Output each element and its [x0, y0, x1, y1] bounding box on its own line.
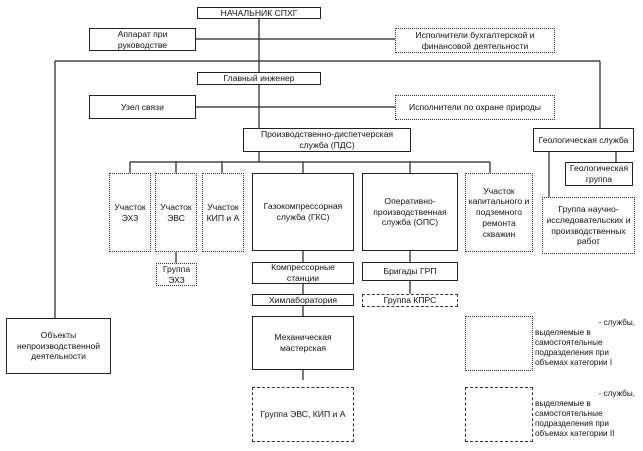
legend-line: объемах категории I	[535, 358, 613, 367]
capital-repair-box: Участок капитального и подземного ремонт…	[465, 173, 533, 252]
accounting-label: Исполнители бухгалтерской и финансовой д…	[415, 29, 535, 51]
apparatus-label: Аппарат при руководстве	[117, 28, 168, 50]
legend-line: выделяемые в	[535, 328, 591, 337]
legend-line: подразделения при	[535, 348, 609, 357]
chemlab-box: Химлаборатория	[252, 294, 354, 306]
legend-line: подразделения при	[535, 419, 609, 428]
gks-box: Газокомпрессорная служба (ГКС)	[252, 173, 354, 251]
uch-evs-label: Участок ЭВС	[160, 201, 192, 223]
legend-swatch-category-1	[465, 316, 533, 371]
apparatus-box: Аппарат при руководстве	[89, 28, 196, 51]
legend-line: самостоятельные	[535, 338, 603, 347]
brigades-grp-box: Бригады ГРП	[362, 262, 458, 281]
eco-label: Исполнители по охране природы	[409, 102, 541, 113]
geo-group-label: Геологическая группа	[569, 163, 629, 184]
head-label: НАЧАЛЬНИК СПХГ	[220, 7, 298, 18]
legend-line: - службы,	[598, 389, 635, 398]
research-group-box: Группа научно-исследовательских и произв…	[542, 197, 635, 254]
non-production-label: Объекты непроизводственной деятельности	[16, 329, 101, 362]
comm-node-box: Узел связи	[89, 95, 196, 119]
pds-box: Производственно-диспетчерская служба (ПД…	[243, 128, 411, 152]
group-kprs-box: Группа КПРС	[362, 294, 458, 307]
group-evs-kip-label: Группа ЭВС, КИП и А	[260, 409, 346, 420]
uch-evs-box: Участок ЭВС	[155, 173, 197, 252]
comm-node-label: Узел связи	[121, 101, 164, 112]
non-production-box: Объекты непроизводственной деятельности	[6, 318, 111, 374]
chemlab-label: Химлаборатория	[268, 294, 338, 305]
compressor-stations-label: Компрессорные станции	[271, 262, 335, 283]
group-ehz-label: Группа ЭХЗ	[162, 263, 191, 285]
uch-ehz-label: Участок ЭХЗ	[114, 201, 146, 223]
geo-group-box: Геологическая группа	[565, 162, 633, 186]
mech-workshop-box: Механическая мастерская	[252, 316, 354, 370]
group-kprs-label: Группа КПРС	[383, 295, 437, 306]
uch-kip-label: Участок КИП и А	[206, 201, 240, 223]
chief-engineer-box: Главный инженер	[197, 72, 321, 85]
head-box: НАЧАЛЬНИК СПХГ	[197, 7, 321, 19]
legend-line: - службы,	[598, 318, 635, 327]
capital-repair-label: Участок капитального и подземного ремонт…	[468, 185, 530, 239]
brigades-grp-label: Бригады ГРП	[383, 266, 437, 277]
legend-line: самостоятельные	[535, 409, 603, 418]
research-group-label: Группа научно-исследовательских и произв…	[546, 204, 631, 247]
legend-line: выделяемые в	[535, 399, 591, 408]
legend-swatch-category-2	[465, 387, 533, 442]
legend-text-category-1: - службы, выделяемые в самостоятельные п…	[535, 318, 635, 368]
uch-kip-box: Участок КИП и А	[202, 173, 244, 252]
geo-service-box: Геологическая служба	[533, 128, 634, 152]
gks-label: Газокомпрессорная служба (ГКС)	[263, 201, 343, 222]
group-ehz-box: Группа ЭХЗ	[156, 263, 197, 286]
accounting-box: Исполнители бухгалтерской и финансовой д…	[395, 28, 555, 53]
geo-service-label: Геологическая служба	[538, 134, 629, 145]
chief-engineer-label: Главный инженер	[223, 73, 295, 84]
ops-label: Оперативно-производственная служба (ОПС)	[373, 195, 447, 228]
ops-box: Оперативно-производственная служба (ОПС)	[362, 173, 458, 251]
group-evs-kip-box: Группа ЭВС, КИП и А	[252, 387, 354, 442]
legend-text-category-2: - службы, выделяемые в самостоятельные п…	[535, 389, 635, 439]
mech-workshop-label: Механическая мастерская	[274, 332, 332, 353]
compressor-stations-box: Компрессорные станции	[252, 262, 354, 284]
uch-ehz-box: Участок ЭХЗ	[109, 173, 151, 252]
eco-box: Исполнители по охране природы	[395, 95, 555, 120]
legend-line: объемах категории II	[535, 429, 615, 438]
pds-label: Производственно-диспетчерская служба (ПД…	[260, 129, 394, 150]
